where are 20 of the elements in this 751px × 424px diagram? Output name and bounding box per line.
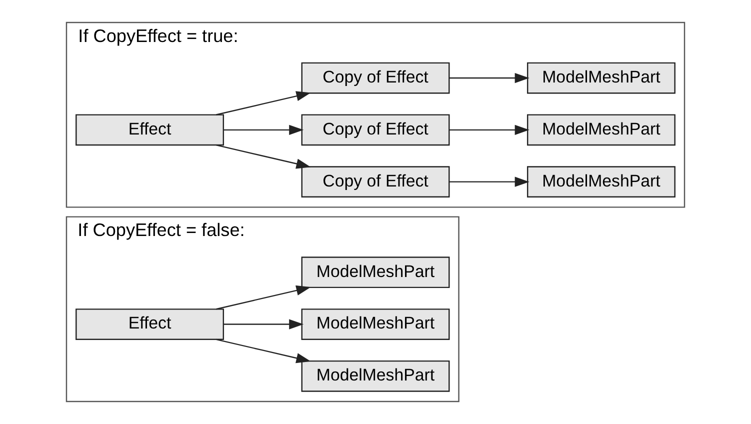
arrow bbox=[216, 285, 311, 310]
node-box: ModelMeshPart bbox=[301, 360, 450, 392]
arrow bbox=[223, 124, 304, 135]
node-box: Effect bbox=[76, 308, 224, 340]
arrow bbox=[223, 319, 304, 330]
node-box: ModelMeshPart bbox=[527, 62, 676, 94]
node-box: Copy of Effect bbox=[301, 62, 450, 94]
node-box: Copy of Effect bbox=[301, 166, 450, 198]
node-box: ModelMeshPart bbox=[301, 308, 450, 340]
node-box: ModelMeshPart bbox=[527, 114, 676, 146]
arrow bbox=[449, 176, 530, 187]
arrow bbox=[449, 72, 530, 84]
arrow bbox=[216, 144, 311, 169]
arrow bbox=[216, 91, 311, 116]
node-box: ModelMeshPart bbox=[527, 166, 676, 198]
arrow bbox=[216, 338, 311, 364]
node-box: Copy of Effect bbox=[301, 114, 450, 146]
node-box: Effect bbox=[76, 114, 224, 146]
arrow bbox=[449, 124, 530, 135]
node-box: ModelMeshPart bbox=[301, 256, 450, 288]
